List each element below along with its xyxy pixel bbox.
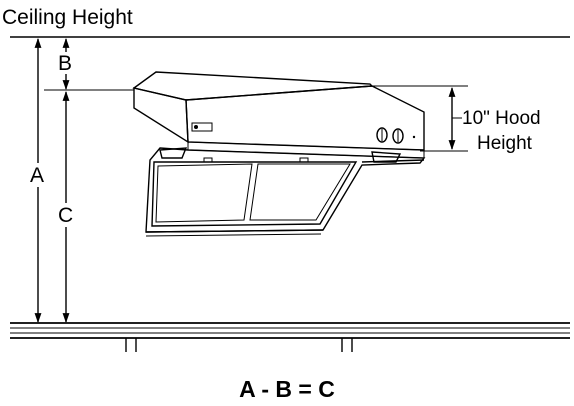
ceiling-height-label: Ceiling Height xyxy=(2,6,133,29)
dimension-c-label: C xyxy=(58,204,73,227)
dimension-a-label-gap xyxy=(28,163,48,187)
hood-height-value-label: 10" Hood xyxy=(462,108,541,129)
range-hood xyxy=(132,71,426,237)
dimension-b-label: B xyxy=(58,52,72,75)
hood-height-word-label: Height xyxy=(477,133,533,154)
equation-label: A - B = C xyxy=(239,376,335,402)
countertop xyxy=(10,322,570,352)
dimension-b-label-gap xyxy=(56,52,76,74)
dimension-a-label: A xyxy=(30,164,44,187)
dimension-c-label-gap xyxy=(56,203,76,227)
control-knobs xyxy=(376,127,416,144)
